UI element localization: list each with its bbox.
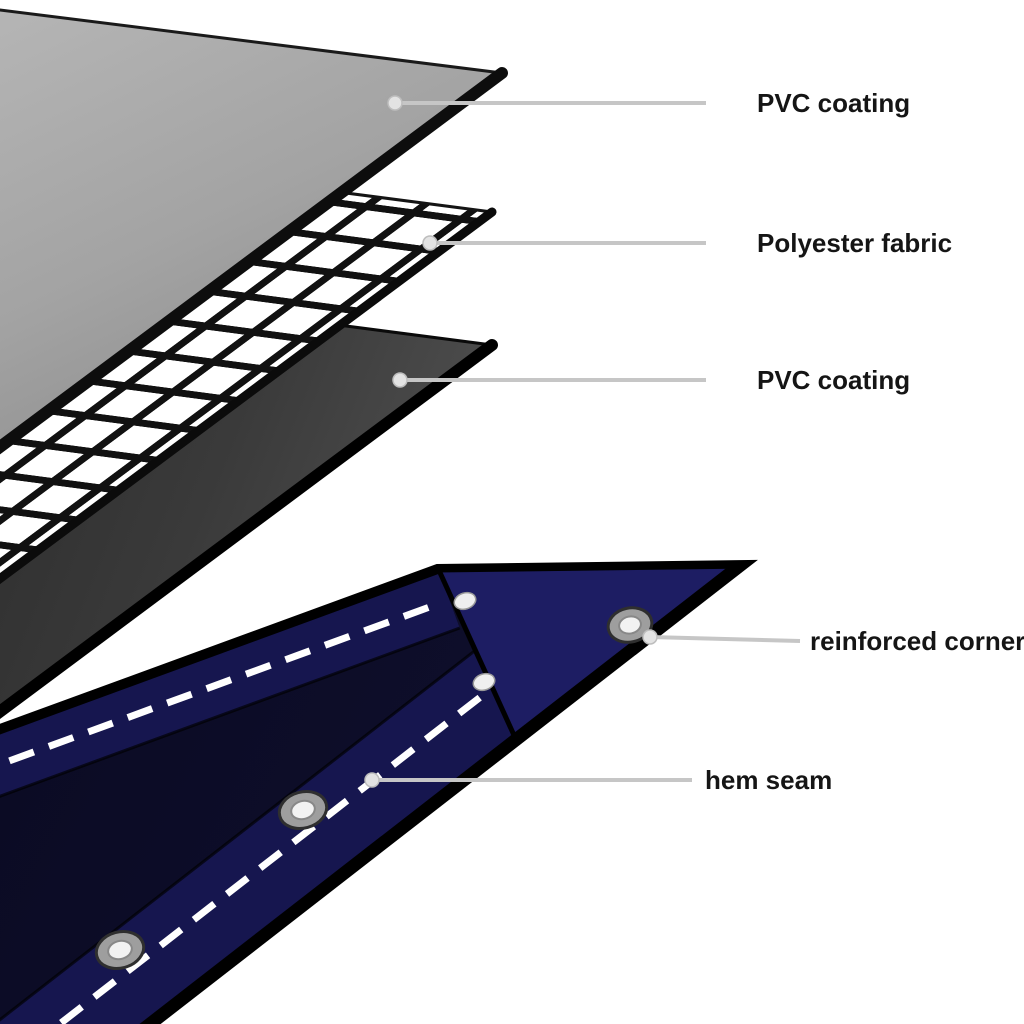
hem-fold-line <box>0 626 461 809</box>
callout-dot <box>642 629 658 645</box>
callout-dot <box>364 772 380 788</box>
tarp-outline <box>0 559 758 1024</box>
callout-dot <box>422 235 438 251</box>
callout-hem-seam <box>364 772 692 788</box>
callout-lines <box>364 95 801 788</box>
callout-polyester-fabric <box>422 235 706 251</box>
callout-dot <box>387 95 403 111</box>
reinforced-corner-patch <box>437 562 752 744</box>
small-grommet <box>472 672 496 692</box>
edge-grommet <box>277 790 329 830</box>
label-hem-seam: hem seam <box>705 765 833 795</box>
corner-seam <box>434 564 521 746</box>
sheet-edge <box>0 207 497 585</box>
callout-pvc-coating-mid <box>392 372 706 388</box>
label-pvc-coating-mid: PVC coating <box>757 365 911 395</box>
label-polyester-fabric: Polyester fabric <box>757 228 953 258</box>
edge-grommet <box>94 930 146 970</box>
hem-stitch-bottom <box>0 562 748 1024</box>
sheet-edge <box>0 339 498 720</box>
sheet-pvc-coating-top <box>0 8 508 455</box>
sheet-edge <box>0 67 508 455</box>
label-pvc-coating-top: PVC coating <box>757 88 911 118</box>
label-reinforced-corner: reinforced corner <box>810 626 1024 656</box>
callout-line <box>649 635 801 643</box>
callout-pvc-coating-top <box>387 95 706 111</box>
tarpaulin <box>0 559 758 1024</box>
callout-reinforced-corner <box>642 629 801 645</box>
callout-dot <box>392 372 408 388</box>
corner-grommet <box>606 606 654 644</box>
small-grommet <box>453 591 477 611</box>
